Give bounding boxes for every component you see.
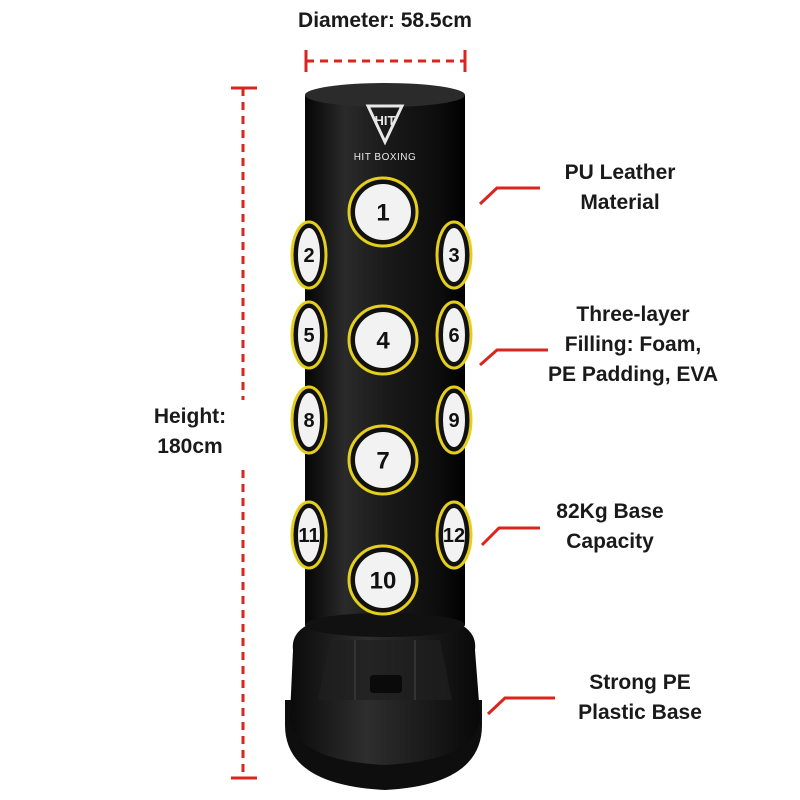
target-9: 9	[435, 385, 473, 455]
target-12: 12	[435, 500, 473, 570]
target-number: 6	[448, 325, 459, 347]
plastic-base	[285, 618, 482, 790]
brand-name: HIT BOXING	[354, 152, 417, 163]
svg-text:HIT: HIT	[375, 113, 396, 128]
feature-pointers	[478, 186, 555, 716]
target-number: 11	[298, 525, 319, 547]
target-number: 10	[370, 568, 397, 595]
height-label: Height: 180cm	[153, 405, 227, 458]
target-8: 8	[290, 385, 328, 455]
left-targets: 2 5 8 11	[290, 220, 328, 570]
pointer-filling	[479, 348, 548, 367]
pointer-pu-leather	[478, 186, 540, 206]
height-dimension-line	[231, 86, 257, 780]
target-number: 4	[376, 328, 390, 355]
base-handle-slot	[370, 675, 402, 693]
target-3: 3	[435, 220, 473, 290]
feature-filling: Three-layer Filling: Foam, PE Padding, E…	[548, 303, 718, 386]
target-number: 12	[443, 525, 465, 547]
diameter-label: Diameter: 58.5cm	[298, 9, 472, 32]
target-number: 7	[376, 448, 389, 475]
diameter-dimension-line	[304, 50, 467, 72]
pointer-pe-base	[486, 696, 555, 716]
target-number: 5	[303, 325, 314, 347]
target-6: 6	[435, 300, 473, 370]
target-number: 8	[303, 410, 314, 432]
target-10: 10	[347, 544, 419, 616]
feature-pe-base: Strong PE Plastic Base	[578, 671, 702, 724]
right-targets: 3 6 9 12	[435, 220, 473, 570]
target-number: 9	[448, 410, 459, 432]
target-11: 11	[290, 500, 328, 570]
feature-pu-leather: PU Leather Material	[564, 161, 676, 214]
front-targets: 1 4 7 10	[347, 176, 419, 616]
feature-base-capacity: 82Kg Base Capacity	[556, 500, 664, 553]
target-2: 2	[290, 220, 328, 290]
target-number: 2	[303, 245, 314, 267]
target-4: 4	[347, 304, 419, 376]
target-5: 5	[290, 300, 328, 370]
target-number: 3	[448, 245, 459, 267]
target-1: 1	[347, 176, 419, 248]
pointer-base-capacity	[480, 526, 540, 547]
brand-logo: HIT HIT BOXING	[354, 104, 417, 163]
target-number: 1	[376, 200, 389, 227]
target-7: 7	[347, 424, 419, 496]
